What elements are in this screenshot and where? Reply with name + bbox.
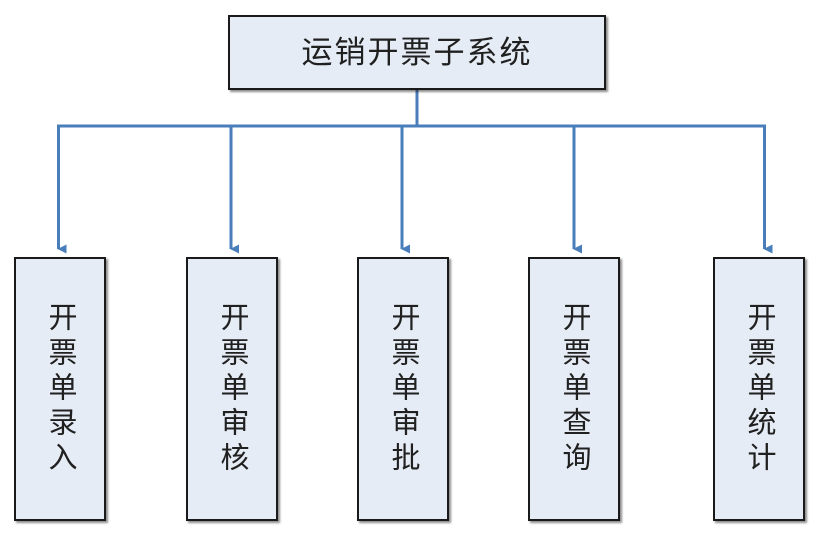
node-child-invoice-query[interactable]: 开票单查询 [528, 257, 620, 521]
node-child-invoice-statistics[interactable]: 开票单统计 [713, 257, 805, 521]
node-child-label: 开票单审核 [216, 301, 249, 477]
node-child-label: 开票单统计 [743, 301, 776, 477]
node-child-label: 开票单审批 [387, 301, 420, 477]
node-root[interactable]: 运销开票子系统 [228, 15, 606, 90]
node-child-invoice-entry[interactable]: 开票单录入 [14, 257, 106, 521]
node-root-label: 运销开票子系统 [301, 35, 533, 70]
node-child-invoice-review[interactable]: 开票单审核 [186, 257, 278, 521]
node-child-label: 开票单查询 [558, 301, 591, 477]
node-child-label: 开票单录入 [44, 301, 77, 477]
node-child-invoice-approval[interactable]: 开票单审批 [357, 257, 449, 521]
